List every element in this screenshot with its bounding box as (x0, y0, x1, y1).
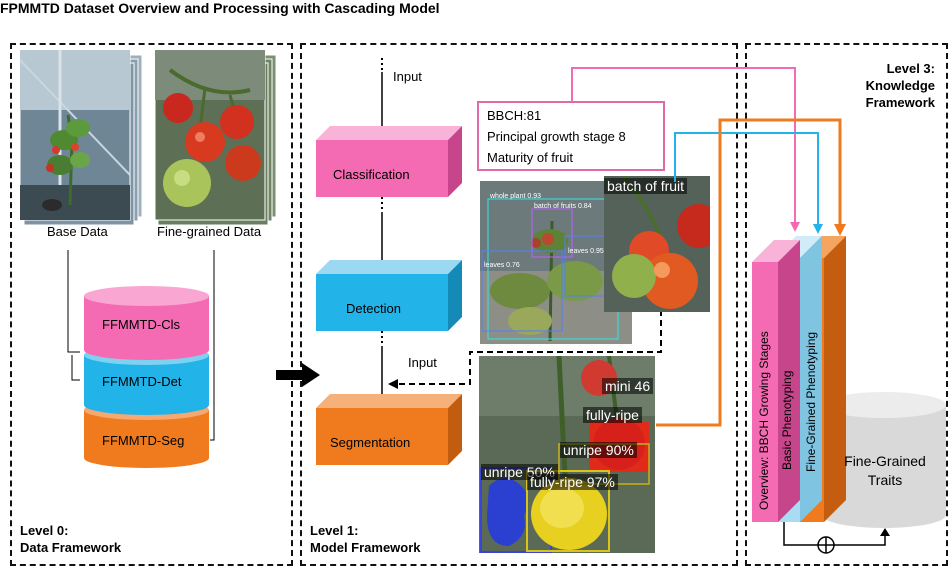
dataset-cls-label: FFMMTD-Cls (102, 317, 180, 332)
db-cls (84, 286, 209, 360)
level1-graphics (316, 58, 662, 465)
stage-detection-label: Detection (346, 301, 401, 316)
traits-label: Fine-Grained Traits (844, 453, 926, 488)
level1-label: Level 1: Model Framework (310, 523, 421, 555)
bbch-callout: BBCH:81 Principal growth stage 8 Maturit… (477, 101, 665, 171)
level3-panel (745, 43, 948, 566)
level0-label: Level 0: Data Framework (20, 523, 122, 555)
input-top-label: Input (393, 69, 422, 84)
seg-tag-fully-ripe-top: fully-ripe (583, 407, 642, 423)
level3-label: Level 3: Knowledge Framework (865, 61, 935, 110)
dataset-seg-label: FFMMTD-Seg (102, 433, 185, 448)
level0-panel (10, 43, 293, 566)
det-tag-batch-of-fruit: batch of fruit (604, 178, 688, 194)
stage-classification-label: Classification (333, 167, 410, 182)
input-mid-label: Input (408, 355, 437, 370)
fine-grained-data-label: Fine-grained Data (157, 224, 262, 239)
det-tag-batch: batch of fruits 0.84 (534, 203, 592, 210)
seg-tag-unripe-90: unripe 90% (560, 442, 637, 458)
classification-box (316, 126, 462, 197)
layer-overview (752, 240, 800, 522)
base-data-image-stack (19, 49, 143, 226)
stage-segmentation-label: Segmentation (330, 435, 411, 450)
level0-to-level1-arrow (276, 363, 320, 387)
level1-panel (300, 43, 738, 566)
page-title: FPMMTD Dataset Overview and Processing w… (0, 0, 440, 16)
det-tag-leaves-1: leaves 0.95 (568, 248, 604, 255)
segmentation-box (316, 394, 462, 465)
fine-grained-image-stack (154, 49, 277, 226)
detection-zoom-image: batch of fruit (604, 176, 710, 312)
base-data-label: Base Data (47, 224, 108, 239)
level0-graphics (19, 49, 277, 468)
layer-fine-grained-label: Fine-Grained Phenotyping (804, 332, 818, 472)
det-tag-whole-plant: whole plant 0.93 (489, 193, 541, 200)
detection-box (316, 260, 462, 331)
layer-overview-label: Overview: BBCH Growing Stages (757, 331, 771, 510)
segmentation-result-image: mini 46 fully-ripe unripe 90% unripe 50%… (479, 356, 655, 553)
det-tag-leaves-2: leaves 0.76 (484, 262, 520, 269)
seg-tag-mini: mini 46 (602, 378, 654, 394)
layer-basic-label: Basic Phenotyping (780, 371, 794, 470)
dataset-det-label: FFMMTD-Det (102, 374, 182, 389)
seg-tag-fully-ripe-97: fully-ripe 97% (527, 474, 618, 490)
